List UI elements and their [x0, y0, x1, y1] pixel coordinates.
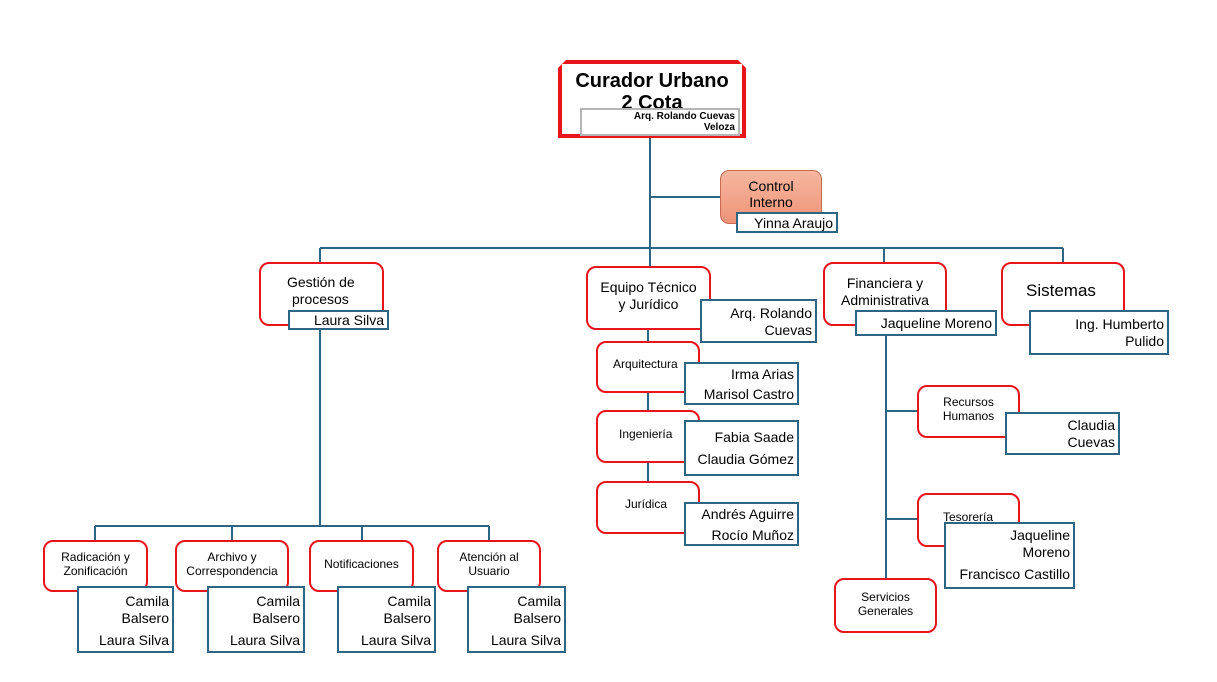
top-name-line2: Veloza	[703, 122, 735, 133]
curador-urbano-box: Curador Urbano 2 Cota Arq. Rolando Cueva…	[558, 60, 746, 138]
gestion-procesos-name: Laura Silva	[288, 310, 389, 330]
arquitectura-names: Irma Arias Marisol Castro	[684, 362, 799, 405]
gestion-title-line2: procesos	[292, 291, 349, 307]
archivo-names: Camila Balsero Laura Silva	[207, 586, 305, 653]
control-title-line2: Interno	[749, 194, 793, 210]
radicacion-names: Camila Balsero Laura Silva	[77, 586, 174, 653]
ingenieria-box: Ingeniería	[596, 410, 700, 463]
sistemas-name: Ing. Humberto Pulido	[1029, 310, 1169, 355]
control-interno-name: Yinna Araujo	[736, 212, 838, 233]
atencion-box: Atención al Usuario	[437, 540, 541, 592]
financiera-name: Jaqueline Moreno	[855, 310, 997, 336]
juridica-names: Andrés Aguirre Rocío Muñoz	[684, 502, 799, 546]
equipo-tecnico-box: Equipo Técnico y Jurídico	[586, 266, 711, 330]
juridica-box: Jurídica	[596, 481, 700, 534]
servicios-generales-box: Servicios Generales	[834, 578, 937, 633]
curador-urbano-name: Arq. Rolando Cuevas Veloza	[580, 108, 740, 136]
top-title-line1: Curador Urbano	[575, 70, 729, 92]
equipo-tecnico-name: Arq. Rolando Cuevas	[700, 299, 817, 343]
atencion-names: Camila Balsero Laura Silva	[467, 586, 566, 653]
notificaciones-box: Notificaciones	[309, 540, 414, 592]
recursos-humanos-names: Claudia Cuevas	[1005, 412, 1120, 455]
recursos-humanos-box: Recursos Humanos	[917, 385, 1020, 438]
notificaciones-names: Camila Balsero Laura Silva	[337, 586, 436, 653]
gestion-title-line1: Gestión de	[287, 274, 355, 290]
radicacion-box: Radicación y Zonificación	[43, 540, 148, 592]
tesoreria-names: Jaqueline Moreno Francisco Castillo	[944, 522, 1075, 589]
archivo-box: Archivo y Correspondencia	[175, 540, 289, 592]
top-name-line1: Arq. Rolando Cuevas	[633, 111, 735, 122]
control-title-line1: Control	[748, 178, 794, 194]
ingenieria-names: Fabia Saade Claudia Gómez	[684, 420, 799, 476]
